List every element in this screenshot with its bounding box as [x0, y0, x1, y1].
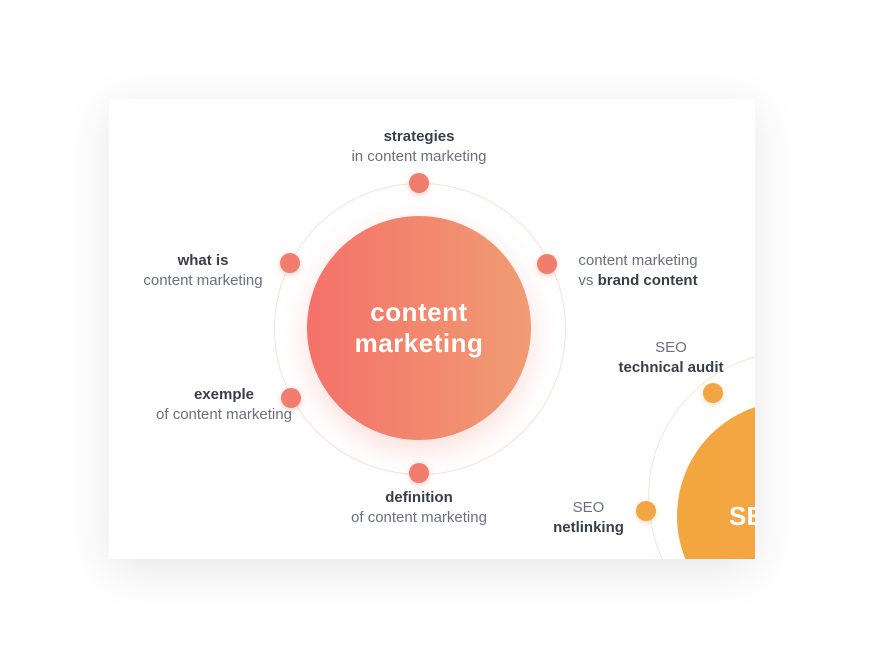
node-dot-strategies [409, 173, 429, 193]
node-dot-definition [409, 463, 429, 483]
node-label-definition: definition of content marketing [351, 489, 487, 526]
node-label-seo-netlinking: SEO netlinking [553, 499, 624, 536]
node-label-vs-brand: content marketing vs brand content [578, 252, 698, 289]
node-label-what-is: what is content marketing [143, 252, 263, 289]
node-label-exemple: exemple of content marketing [156, 386, 292, 423]
node-dot-exemple [281, 388, 301, 408]
hub-line-1: content [370, 297, 468, 327]
node-dot-what-is [280, 253, 300, 273]
content-marketing-hub: content marketing [307, 216, 531, 440]
node-dot-seo-netlinking [636, 501, 656, 521]
node-dot-vs-brand [537, 254, 557, 274]
node-dot-seo-audit [703, 383, 723, 403]
node-label-strategies: strategies in content marketing [351, 128, 487, 165]
seo-hub-label: SE [729, 500, 755, 531]
node-label-seo-audit: SEO technical audit [618, 339, 724, 376]
hub-line-2: marketing [354, 328, 484, 358]
diagram-card: content marketing SE strategies in conte… [109, 99, 755, 559]
